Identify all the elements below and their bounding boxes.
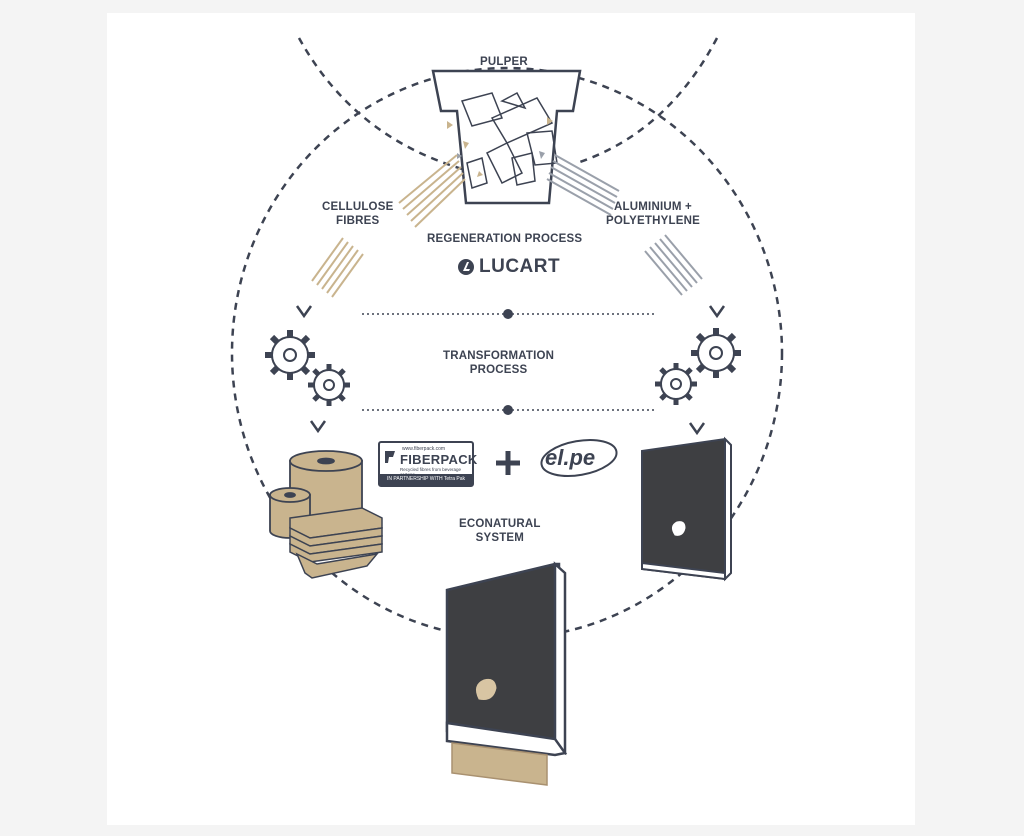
- arrow-left-bottom: [309, 420, 327, 434]
- arrow-right-top: [708, 305, 726, 319]
- plus-icon: [496, 451, 520, 475]
- elpe-swoosh: [540, 439, 618, 477]
- regeneration-process-label: REGENERATION PROCESS: [427, 233, 583, 245]
- grey-flakes: [457, 151, 545, 159]
- fiberpack-url: www.fiberpack.com: [402, 446, 446, 452]
- paper-stack-icon: [289, 507, 383, 579]
- lucart-logo: LUCART: [457, 253, 560, 281]
- aluminium-stream-upper: [546, 154, 620, 216]
- separator-top-dot: [503, 309, 513, 319]
- econatural-system-label: ECONATURAL SYSTEM: [459, 518, 541, 544]
- process-diagram: [230, 37, 784, 786]
- arrow-left-top: [295, 305, 313, 319]
- fiberpack-logo: www.fiberpack.com FIBERPACK Recycled fib…: [378, 441, 477, 487]
- aluminium-stream-lower: [644, 234, 703, 296]
- lucart-logo-text: LUCART: [479, 256, 561, 277]
- pulper-label: PULPER: [480, 56, 528, 68]
- fiberpack-name: FIBERPACK: [400, 452, 478, 467]
- gear-icon-right-large: [691, 328, 741, 378]
- aluminium-polyethylene-label: ALUMINIUM + POLYETHYLENE: [606, 201, 700, 227]
- kraft-flakes: [447, 117, 553, 177]
- cellulose-stream-lower: [311, 237, 364, 298]
- separator-bottom-dot: [503, 405, 513, 415]
- lucart-logo-icon: [458, 259, 474, 275]
- fiberpack-partner: IN PARTNERSHIP WITH Tetra Pak: [380, 474, 472, 485]
- transformation-process-label: TRANSFORMATION PROCESS: [443, 350, 555, 376]
- diagram-canvas: PULPER CELLULOSE FIBRES ALUMINIUM + POLY…: [107, 13, 915, 825]
- gear-icon-left-small: [308, 364, 350, 406]
- fiberpack-logo-icon: [385, 451, 395, 463]
- outer-arc-left: [297, 37, 478, 175]
- cycle-circle: [230, 66, 784, 640]
- outer-arc-right: [576, 37, 719, 165]
- gear-icon-right-small: [655, 363, 697, 405]
- elpe-logo: el.pe: [545, 445, 596, 470]
- arrow-right-bottom: [688, 422, 706, 436]
- cellulose-stream-upper: [398, 154, 466, 228]
- dispenser-icon-large: [445, 561, 568, 786]
- pulper-funnel: [431, 69, 582, 205]
- dispenser-icon-small: [641, 436, 732, 582]
- gear-icon-left-large: [265, 330, 315, 380]
- cellulose-fibres-label: CELLULOSE FIBRES: [322, 201, 394, 227]
